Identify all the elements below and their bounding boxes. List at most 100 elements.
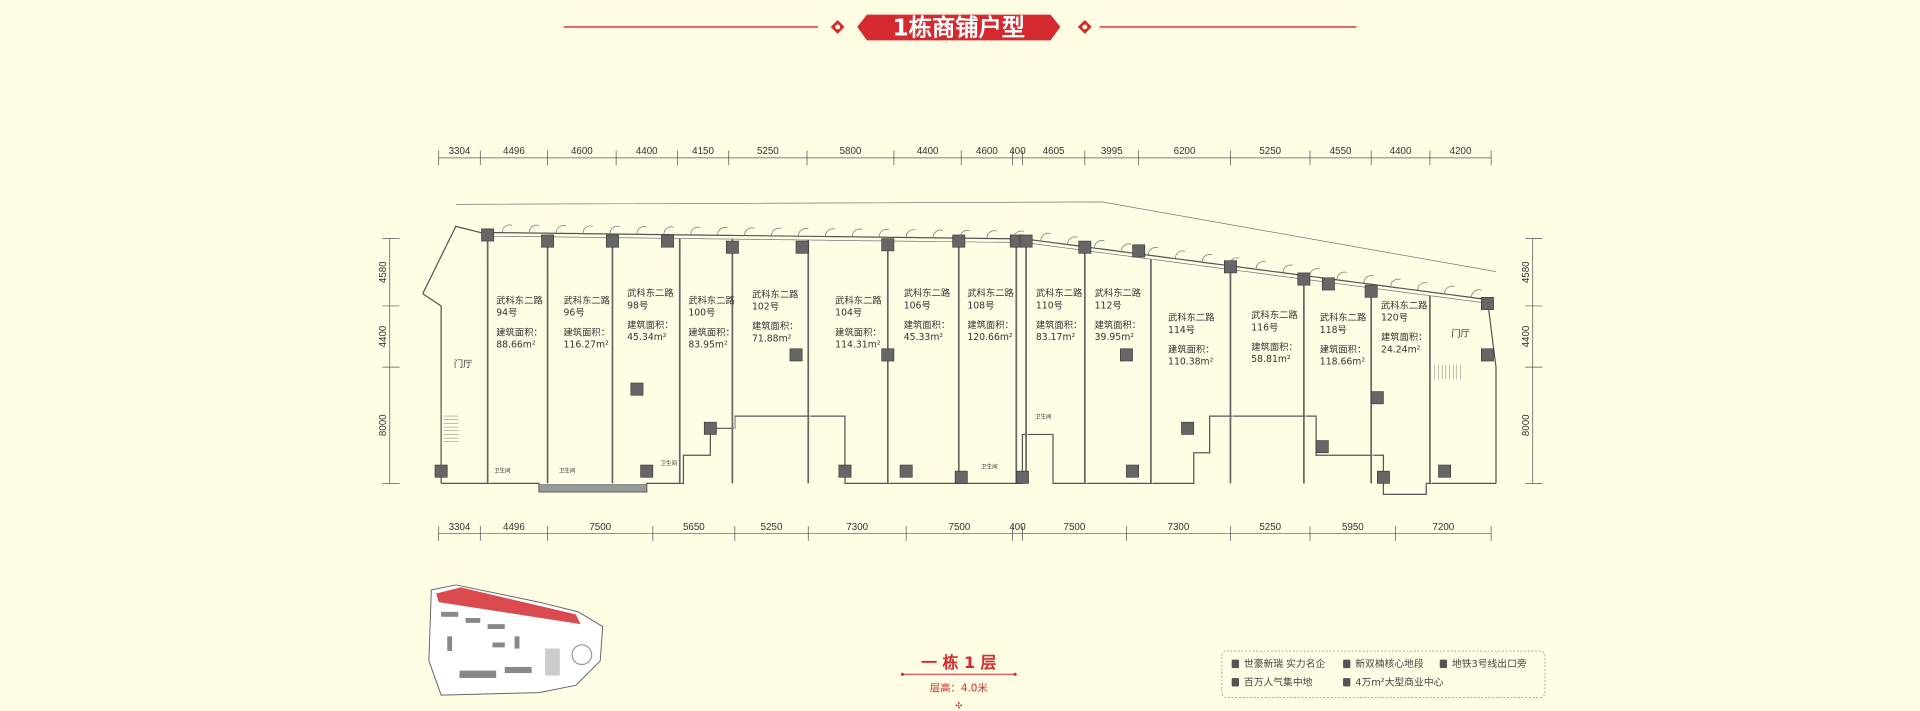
structural-column	[952, 234, 966, 248]
structural-column	[661, 234, 674, 248]
unit-street: 武科东二路	[967, 287, 1014, 299]
top-dimension-label: 3995	[1101, 146, 1123, 157]
top-dimension-label: 5800	[840, 146, 862, 157]
unit-area-label: 建筑面积：	[627, 319, 674, 331]
structural-column	[1132, 244, 1146, 258]
top-dimension-label: 4400	[636, 146, 658, 157]
unit-street: 武科东二路	[688, 294, 735, 306]
top-dimension-label: 4150	[692, 146, 714, 157]
unit-area: 45.34m²	[627, 332, 667, 343]
unit-number: 120号	[1381, 313, 1408, 324]
structural-column	[1015, 470, 1029, 484]
door-swing	[1121, 243, 1132, 252]
door-swing	[986, 230, 997, 239]
structural-column	[1297, 272, 1311, 286]
structural-column	[954, 470, 968, 484]
west-wall	[422, 293, 442, 484]
top-dimension-label: 4400	[917, 146, 939, 157]
bottom-dimension-label: 5650	[683, 522, 705, 533]
unit-number: 96号	[564, 308, 585, 319]
storefront-wall	[490, 231, 1488, 301]
door-swing	[717, 227, 728, 236]
unit-area: 118.66m²	[1320, 357, 1366, 368]
unit-number: 104号	[835, 308, 862, 319]
legend-item: 世豪新瑞 实力名企	[1244, 657, 1326, 670]
entrance-wall	[422, 225, 491, 294]
door-swing	[1094, 239, 1105, 249]
unit-area: 71.88m²	[752, 333, 792, 344]
door-swing	[932, 229, 943, 238]
door-swing	[1309, 268, 1320, 277]
door-swing	[528, 224, 540, 234]
unit-street: 武科东二路	[1036, 287, 1083, 299]
unit-area: 83.95m²	[688, 340, 728, 351]
unit-area-label: 建筑面积：	[1251, 341, 1298, 353]
top-dimension-label: 6200	[1174, 146, 1196, 157]
door-swing	[1444, 285, 1455, 294]
unit-area: 114.31m²	[835, 340, 881, 351]
unit-area-label: 建筑面积：	[688, 326, 734, 338]
door-swing	[1013, 230, 1024, 239]
door-swing	[690, 226, 701, 235]
structural-column	[1376, 470, 1390, 484]
door-swing	[582, 225, 593, 234]
unit-area-label: 建筑面积：	[1320, 343, 1367, 355]
top-dimension-label: 4400	[1390, 146, 1412, 157]
left-dimension-label: 8000	[378, 414, 389, 436]
door-swing	[1255, 261, 1267, 270]
door-swing	[1417, 282, 1428, 291]
rear-terrace	[538, 484, 648, 493]
unit-area: 39.95m²	[1095, 332, 1135, 343]
structural-column	[1481, 297, 1494, 310]
unit-street: 武科东二路	[1320, 312, 1367, 324]
structural-column	[630, 382, 644, 396]
door-swing	[1390, 278, 1401, 287]
door-swing	[1363, 275, 1374, 284]
legend-item: 地铁3号线出口旁	[1452, 657, 1527, 670]
ornament-icon	[830, 19, 845, 34]
unit-street: 武科东二路	[1251, 309, 1298, 321]
unit-area: 88.66m²	[496, 340, 536, 351]
unit-street: 武科东二路	[835, 294, 882, 306]
unit-area-label: 建筑面积：	[1381, 331, 1428, 343]
top-dimension-label: 4496	[503, 146, 525, 157]
bottom-dimension-label: 4496	[503, 522, 525, 533]
top-dimension-label: 3304	[449, 146, 471, 157]
unit-street: 武科东二路	[1381, 299, 1428, 311]
door-swing	[798, 228, 809, 237]
structural-column	[1120, 348, 1133, 362]
floor-label: 一 栋 1 层 层高：4.0米 ✣	[900, 653, 1017, 711]
door-swing	[959, 230, 970, 239]
unit-area: 45.33m²	[904, 332, 944, 343]
door-swing	[1148, 247, 1159, 256]
unit-area-label: 建筑面积：	[904, 319, 951, 331]
top-dimension-label: 400	[1009, 146, 1026, 157]
door-swing	[1067, 236, 1078, 245]
bottom-dimension-label: 7200	[1432, 522, 1454, 533]
title-banner: 1栋商铺户型	[563, 14, 1357, 41]
building-icon	[1343, 659, 1351, 669]
structural-column	[881, 238, 895, 252]
unit-area-label: 建筑面积：	[967, 319, 1013, 331]
storefront-wall-inner	[490, 235, 1488, 304]
door-swing	[1228, 257, 1240, 266]
unit-number: 114号	[1168, 325, 1195, 336]
right-dimension-label: 4580	[1521, 261, 1532, 283]
shield-icon	[1231, 659, 1240, 669]
unit-number: 108号	[967, 300, 994, 311]
bottom-dimension-label: 400	[1009, 522, 1026, 533]
unit-street: 武科东二路	[1095, 287, 1142, 299]
structural-column	[434, 464, 448, 478]
unit-area-label: 建筑面积：	[1095, 319, 1141, 331]
structural-column	[1438, 464, 1452, 478]
